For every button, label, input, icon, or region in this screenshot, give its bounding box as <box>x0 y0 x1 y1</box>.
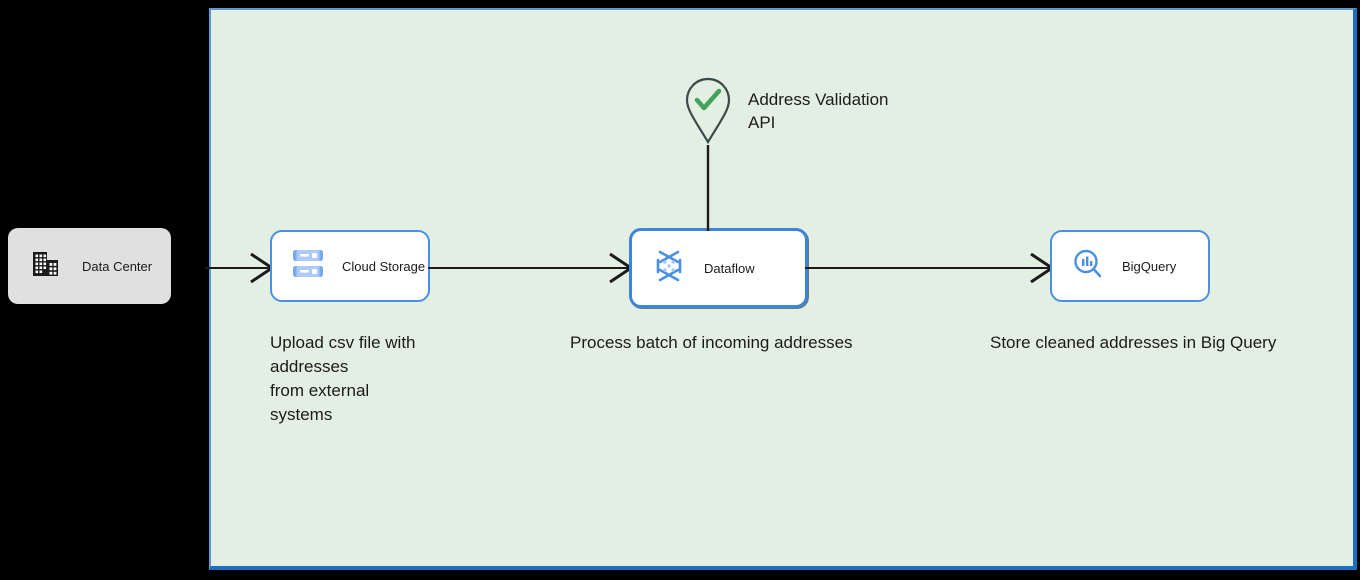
connector-dataflow-to-bigquery[interactable] <box>805 250 1055 286</box>
node-data-center[interactable]: Data Center <box>8 228 171 304</box>
node-cloud-storage[interactable]: Cloud Storage <box>270 230 430 302</box>
service-address-validation-api-label: Address Validation API <box>748 90 889 132</box>
caption-cloud-storage: Upload csv file with addresses from exte… <box>270 333 416 424</box>
node-data-center-label: Data Center <box>82 258 153 274</box>
bigquery-icon <box>1072 248 1104 285</box>
caption-bigquery: Store cleaned addresses in Big Query <box>990 333 1277 352</box>
node-dataflow[interactable]: Dataflow <box>629 228 808 308</box>
node-bigquery[interactable]: BigQuery <box>1050 230 1210 302</box>
node-bigquery-label: BigQuery <box>1122 258 1177 274</box>
map-pin-check-icon[interactable] <box>684 76 732 146</box>
caption-dataflow: Process batch of incoming addresses <box>570 333 853 352</box>
node-cloud-storage-label: Cloud Storage <box>342 258 426 274</box>
dataflow-icon <box>652 248 686 289</box>
connector-datacenter-to-storage[interactable] <box>205 248 275 288</box>
node-dataflow-label: Dataflow <box>704 260 755 276</box>
cloud-storage-icon <box>292 247 324 286</box>
connector-api-to-dataflow[interactable] <box>695 145 721 233</box>
building-icon <box>30 249 60 284</box>
connector-storage-to-dataflow[interactable] <box>428 250 634 286</box>
